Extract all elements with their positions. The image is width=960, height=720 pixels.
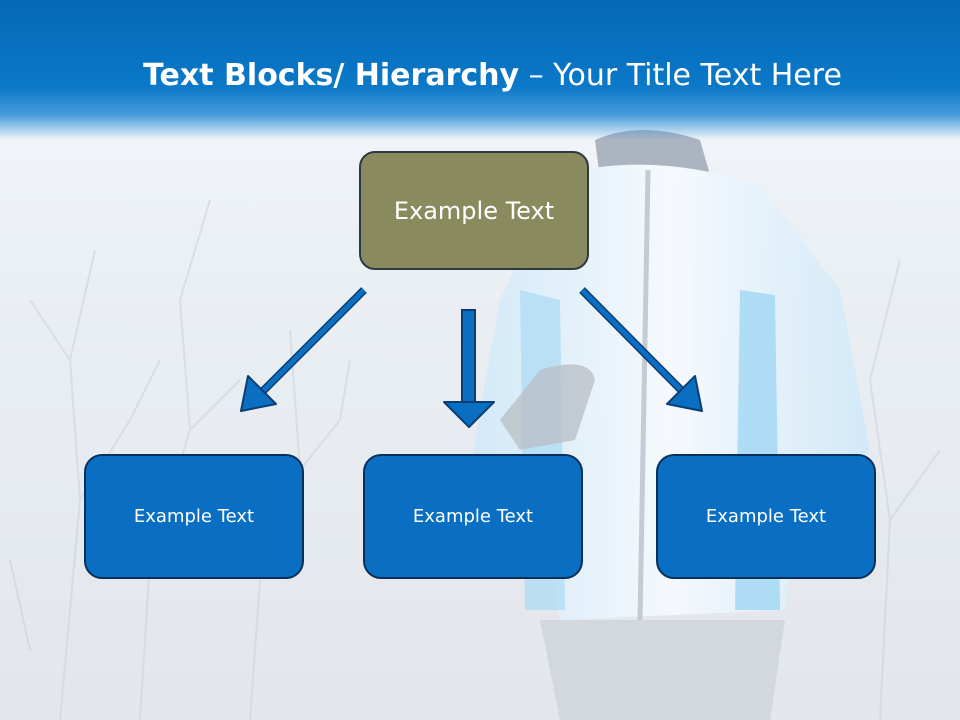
- child-box-left: Example Text: [84, 454, 304, 579]
- top-level-box: Example Text: [359, 151, 589, 270]
- arrow-down-icon: [443, 309, 495, 428]
- arrow-down-left-icon: [240, 287, 367, 412]
- child-box-label: Example Text: [705, 506, 827, 527]
- top-box-label: Example Text: [393, 196, 555, 225]
- title-bar: Text Blocks/ Hierarchy – Your Title Text…: [0, 0, 960, 140]
- child-box-label: Example Text: [133, 506, 255, 527]
- child-box-middle: Example Text: [363, 454, 583, 579]
- title-bold-part: Text Blocks/ Hierarchy: [143, 58, 520, 93]
- arrow-down-right-icon: [579, 287, 703, 412]
- child-box-right: Example Text: [656, 454, 876, 579]
- title-rest-part: – Your Title Text Here: [519, 58, 842, 93]
- child-box-label: Example Text: [412, 506, 534, 527]
- slide-title: Text Blocks/ Hierarchy – Your Title Text…: [0, 52, 960, 100]
